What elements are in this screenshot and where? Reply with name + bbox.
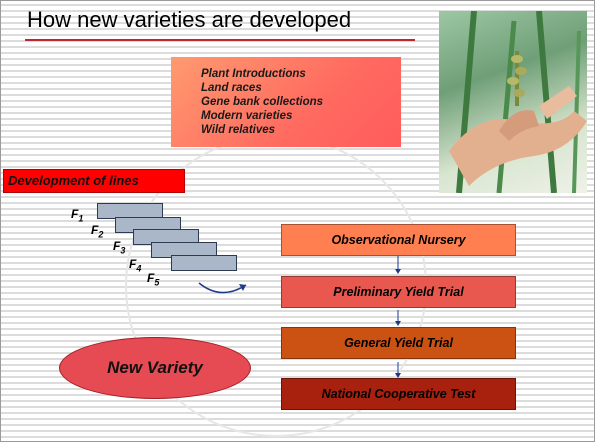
stage-preliminary-yield-trial: Preliminary Yield Trial [281,276,516,308]
germplasm-item: Land races [201,82,262,94]
development-of-lines-box: Development of lines [3,169,185,193]
new-variety-ellipse: New Variety [59,337,251,399]
stage-national-cooperative-test: National Cooperative Test [281,378,516,410]
generation-label-f5: F5 [147,271,160,288]
germplasm-item: Plant Introductions [201,68,306,80]
germplasm-item: Modern varieties [201,110,293,122]
curved-arrow [198,282,247,294]
plant-panicle-photo [439,11,587,193]
germplasm-item: Wild relatives [201,124,276,136]
generation-label-f2: F2 [91,223,104,240]
stage-general-yield-trial: General Yield Trial [281,327,516,359]
generation-label-f4: F4 [129,257,142,274]
generation-bar-5 [171,255,237,271]
generation-label-f1: F1 [71,207,84,224]
title-underline [25,39,415,41]
stage-observational-nursery: Observational Nursery [281,224,516,256]
arrow-1-head [395,269,401,274]
curved-arrow-head [239,284,246,291]
new-variety-label: New Variety [107,358,203,377]
generation-label-f3: F3 [113,239,126,256]
arrow-2-head [395,321,401,326]
germplasm-sources-box: Plant Introductions Land races Gene bank… [171,57,401,147]
slide-title: How new varieties are developed [27,7,352,32]
germplasm-item: Gene bank collections [201,96,324,108]
